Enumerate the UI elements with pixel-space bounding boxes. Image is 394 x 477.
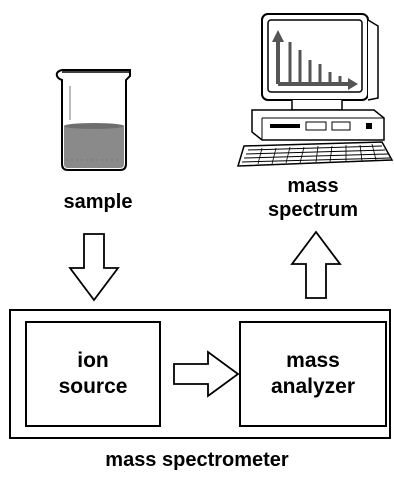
mass-analyzer-label-line2: analyzer [270,375,356,398]
ion-source-label-line1: ion [77,349,109,372]
computer-icon [236,13,394,167]
mass-analyzer-box [239,321,387,427]
mass-spectrum-label-line2: spectrum [267,199,359,221]
arrow-right-icon [173,350,240,398]
mass-spectrometer-box [9,309,391,439]
arrow-down-icon [68,233,120,302]
spectrum-plot-icon [272,30,358,90]
mass-spectrum-label-line1: mass [287,175,339,197]
mass-analyzer-label-line1: mass [286,349,340,372]
beaker-icon [55,69,131,171]
sample-label: sample [63,191,133,213]
ion-source-label-line2: source [58,375,128,398]
arrow-up-icon [290,230,342,299]
ion-source-box [25,321,161,427]
mass-spectrometer-label: mass spectrometer [105,449,289,471]
